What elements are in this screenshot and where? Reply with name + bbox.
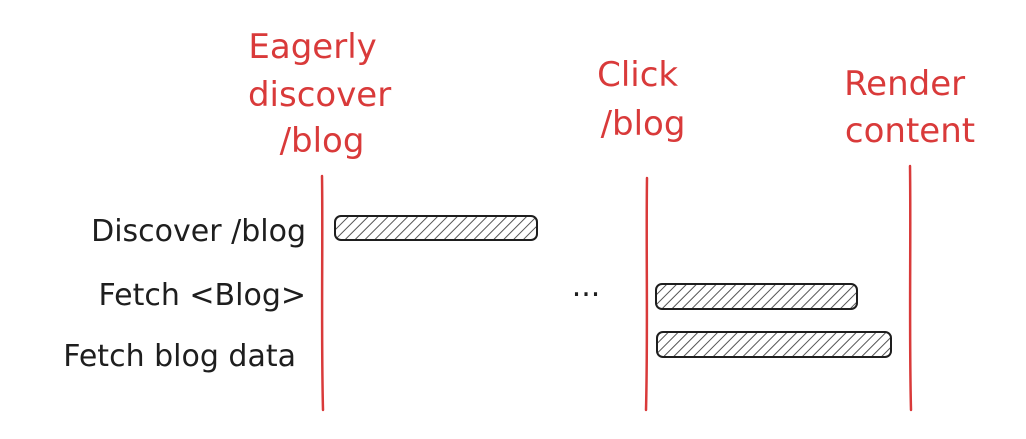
bar-fetch-blog bbox=[655, 283, 858, 310]
marker-eager-line-1: Eagerly bbox=[248, 27, 376, 67]
marker-click-line-2: /blog bbox=[601, 104, 686, 144]
marker-render-line-1: Render bbox=[844, 64, 965, 104]
marker-render-line-2: content bbox=[845, 111, 975, 151]
marker-label-render: Render content bbox=[844, 64, 976, 151]
bar-fetch-data bbox=[656, 331, 892, 358]
row-label-fetch-data: Fetch blog data bbox=[63, 339, 296, 374]
ellipsis: ... bbox=[572, 269, 601, 304]
marker-eager-line-2: discover bbox=[248, 75, 391, 115]
marker-label-eager: Eagerly discover /blog bbox=[248, 27, 402, 161]
marker-line-click bbox=[644, 176, 649, 412]
marker-line-eager bbox=[320, 174, 325, 412]
row-label-discover: Discover /blog bbox=[91, 214, 306, 249]
marker-label-click: Click /blog bbox=[597, 55, 689, 144]
bar-discover bbox=[334, 215, 538, 241]
marker-eager-line-3: /blog bbox=[280, 121, 365, 161]
marker-click-line-1: Click bbox=[597, 55, 678, 95]
marker-line-render bbox=[908, 164, 913, 412]
row-label-fetch-blog: Fetch <Blog> bbox=[99, 278, 306, 313]
